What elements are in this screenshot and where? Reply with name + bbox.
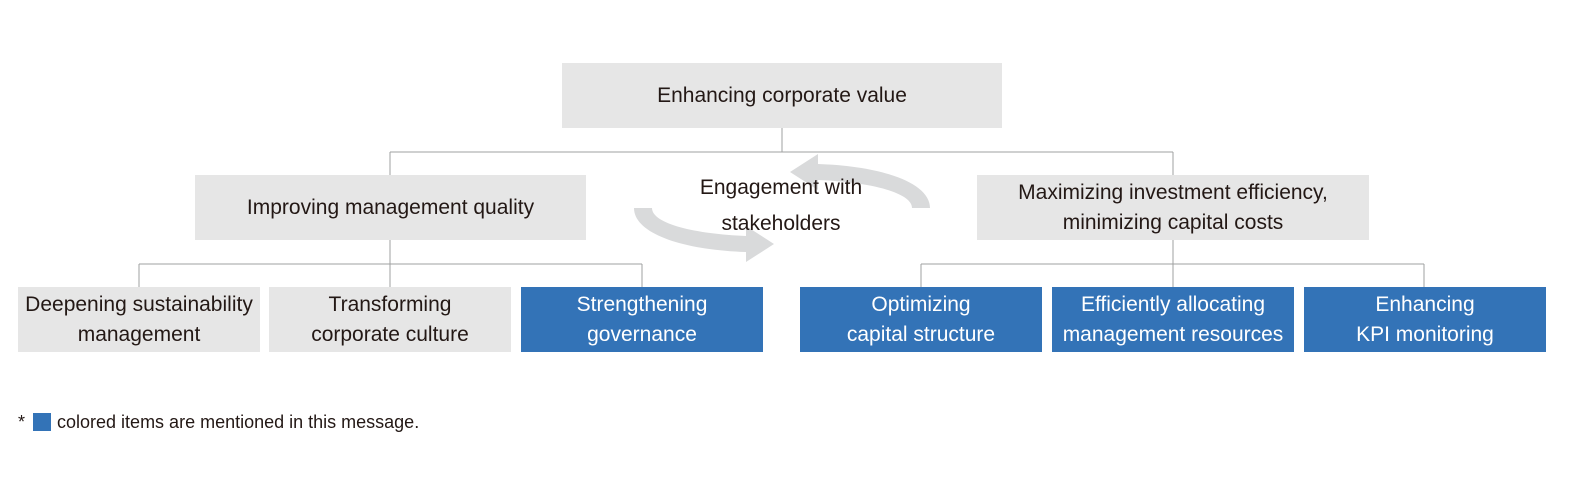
- item-box-4: Optimizing capital structure: [800, 287, 1042, 352]
- item-box-5: Efficiently allocating management resour…: [1052, 287, 1294, 352]
- item-2-line1: Transforming: [328, 292, 452, 316]
- cycle-arrow-bottom: [634, 208, 774, 262]
- item-box-1: Deepening sustainability management: [18, 287, 260, 352]
- item-box-6: Enhancing KPI monitoring: [1304, 287, 1546, 352]
- item-2-line2: corporate culture: [311, 322, 469, 346]
- item-3-line2: governance: [587, 322, 697, 346]
- cycle-arrow-top: [790, 154, 930, 208]
- item-6-line2: KPI monitoring: [1356, 322, 1494, 346]
- item-5-line2: management resources: [1062, 322, 1284, 346]
- item-box-2: Transforming corporate culture: [269, 287, 511, 352]
- cycle-label-line2: stakeholders: [721, 212, 841, 235]
- item-box-3: Strengthening governance: [521, 287, 763, 352]
- level2-left-box: Improving management quality: [195, 175, 586, 240]
- top-box-label: Enhancing corporate value: [657, 83, 907, 107]
- highlight-swatch: [33, 413, 52, 431]
- item-1-line2: management: [77, 322, 201, 346]
- item-4-line2: capital structure: [846, 322, 996, 346]
- level2-right-line2: minimizing capital costs: [1062, 210, 1284, 234]
- cycle-label-line1: Engagement with: [699, 176, 863, 199]
- item-1-line1: Deepening sustainability: [25, 292, 253, 316]
- item-5-line1: Efficiently allocating: [1080, 292, 1266, 316]
- item-3-line1: Strengthening: [576, 292, 708, 316]
- item-4-line1: Optimizing: [871, 292, 971, 316]
- level2-right-line1: Maximizing investment efficiency,: [1018, 180, 1328, 204]
- footnote-text: colored items are mentioned in this mess…: [57, 412, 420, 432]
- cycle-label: Engagement with stakeholders: [646, 170, 916, 242]
- footnote-asterisk: *: [18, 412, 26, 432]
- item-6-line1: Enhancing: [1375, 292, 1475, 316]
- level2-left-label: Improving management quality: [246, 195, 535, 219]
- footnote: * colored items are mentioned in this me…: [18, 410, 419, 434]
- cycle-arrows: [634, 154, 930, 262]
- top-box: Enhancing corporate value: [562, 63, 1002, 128]
- level2-right-box: Maximizing investment efficiency, minimi…: [977, 175, 1369, 240]
